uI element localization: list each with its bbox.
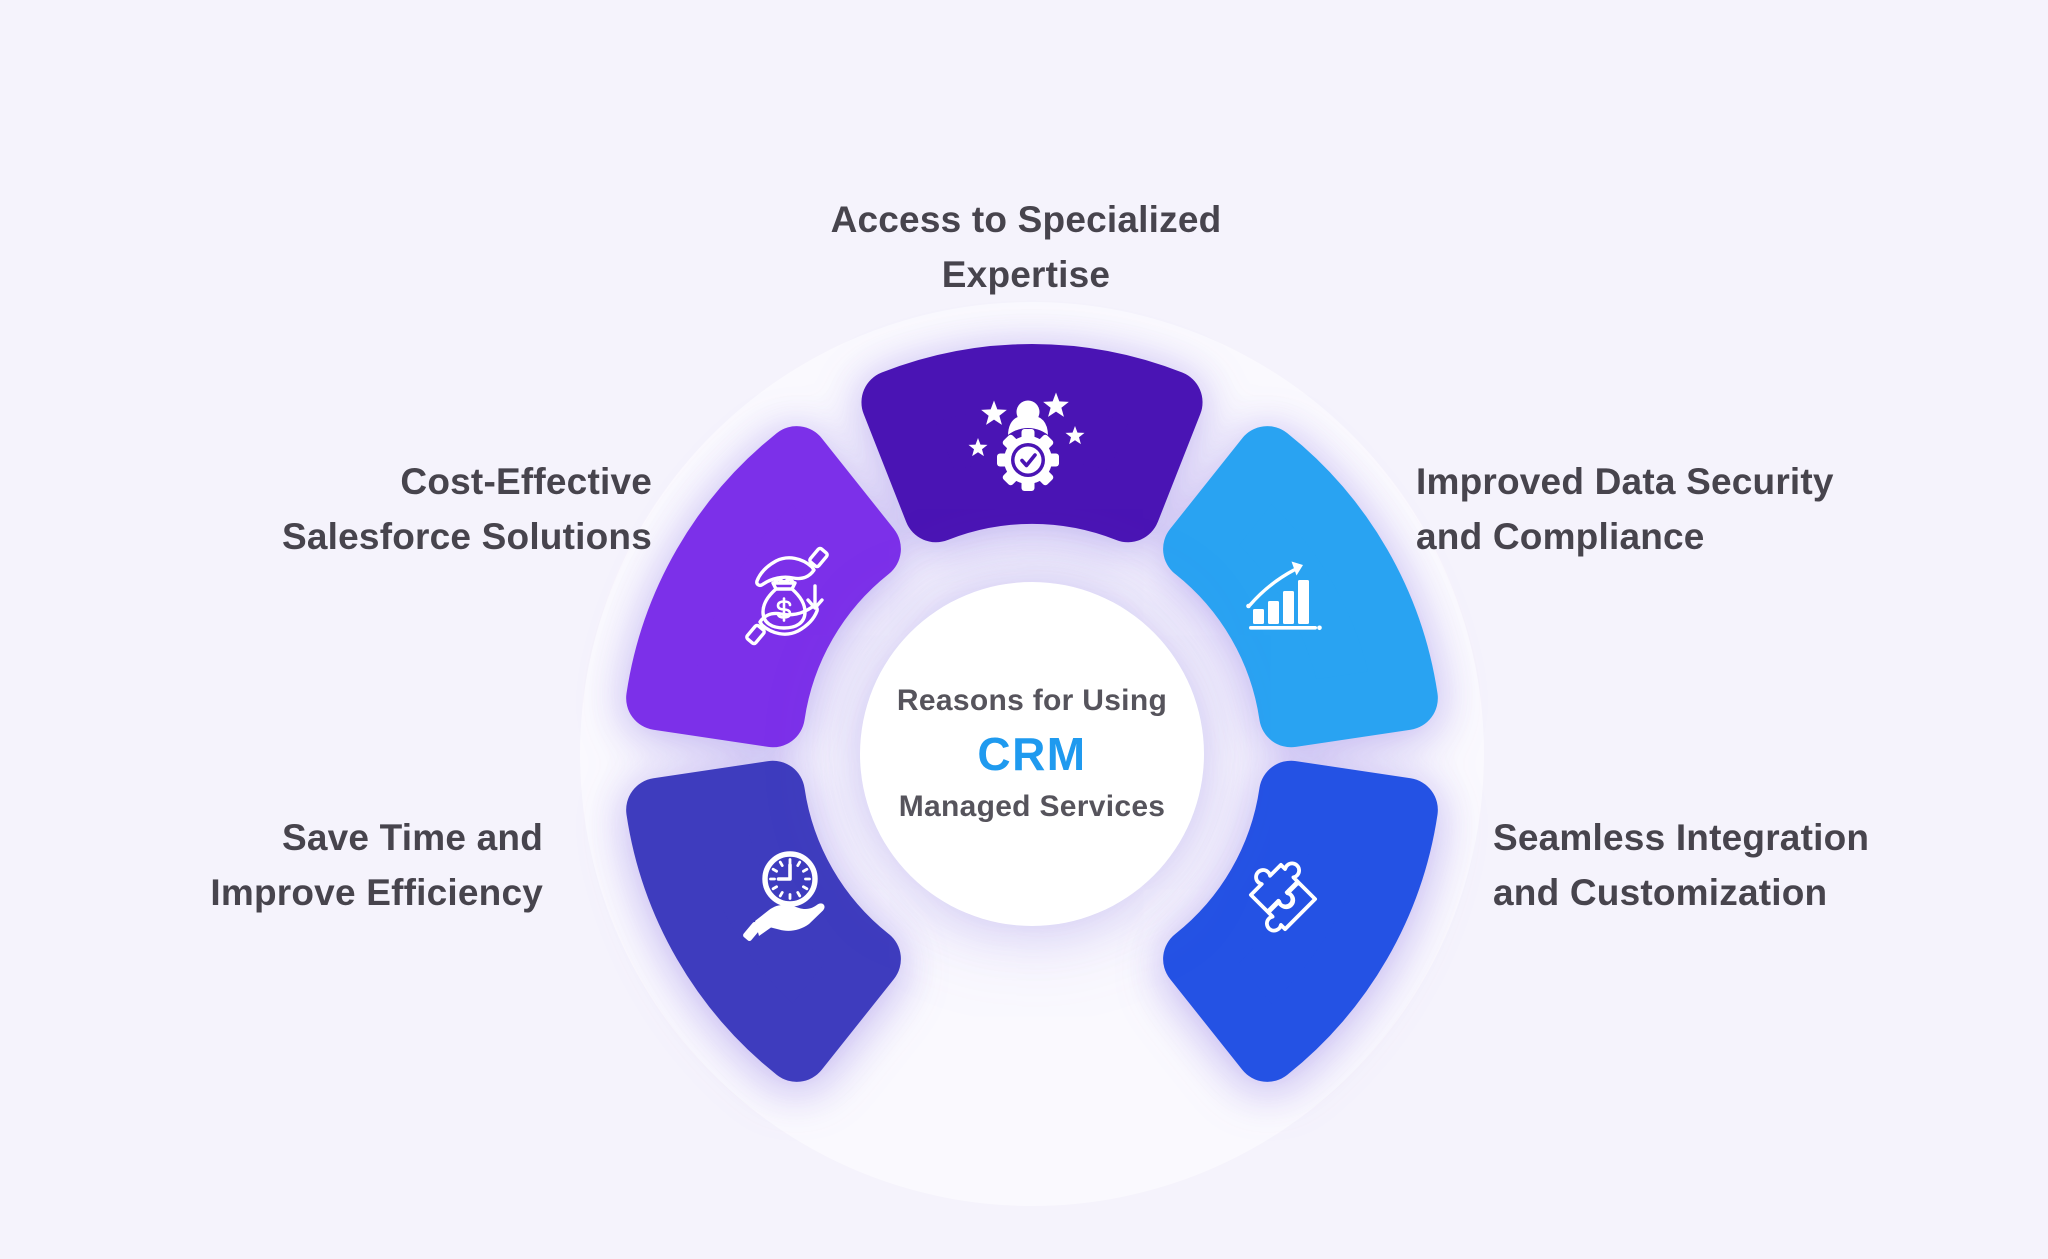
label-save-time: Save Time and Improve Efficiency <box>210 817 543 913</box>
growth-chart-icon <box>1246 561 1322 631</box>
trend-curve <box>1248 568 1296 607</box>
dollar-sign <box>776 597 792 622</box>
bag-neck <box>771 581 797 591</box>
petal-integration <box>1163 760 1438 1082</box>
label-data-security: Improved Data Security and Compliance <box>1416 461 1834 557</box>
puzzle-icon <box>1248 861 1318 933</box>
bar-1 <box>1253 609 1264 624</box>
center-hub: Reasons for Using CRM Managed Services <box>860 582 1204 926</box>
center-line1: Reasons for Using <box>896 684 1168 717</box>
top-cuff <box>808 546 829 569</box>
bar-3 <box>1283 591 1294 624</box>
chart-baseline <box>1249 626 1317 630</box>
money-bag <box>761 587 807 630</box>
top-hand <box>755 556 816 587</box>
center-line2: Managed Services <box>898 790 1166 823</box>
center-highlight: CRM <box>977 728 1087 780</box>
clock-hand-icon <box>743 851 825 941</box>
arrowhead <box>1291 561 1303 576</box>
clock-ticks <box>769 858 811 900</box>
gear-inner-disc <box>1014 446 1042 474</box>
money-hands-icon <box>745 546 829 646</box>
label-access-expertise: Access to Specialized Expertise <box>830 199 1222 295</box>
hand-cuff <box>743 922 761 941</box>
baseline-dot <box>1317 625 1322 631</box>
clock-face <box>762 851 818 907</box>
holding-hand <box>755 903 825 936</box>
expertise-badge-icon <box>968 392 1085 492</box>
label-seamless-integration: Seamless Integration and Customization <box>1493 817 1870 913</box>
bar-2 <box>1268 601 1279 624</box>
label-cost-effective: Cost-Effective Salesforce Solutions <box>282 461 652 557</box>
clock-hands <box>776 863 792 881</box>
puzzle-piece-bottom <box>1265 880 1318 933</box>
checkmark-icon <box>1020 453 1037 468</box>
bar-4 <box>1298 580 1309 624</box>
bottom-cuff <box>745 623 766 646</box>
bottom-hand <box>758 605 819 636</box>
